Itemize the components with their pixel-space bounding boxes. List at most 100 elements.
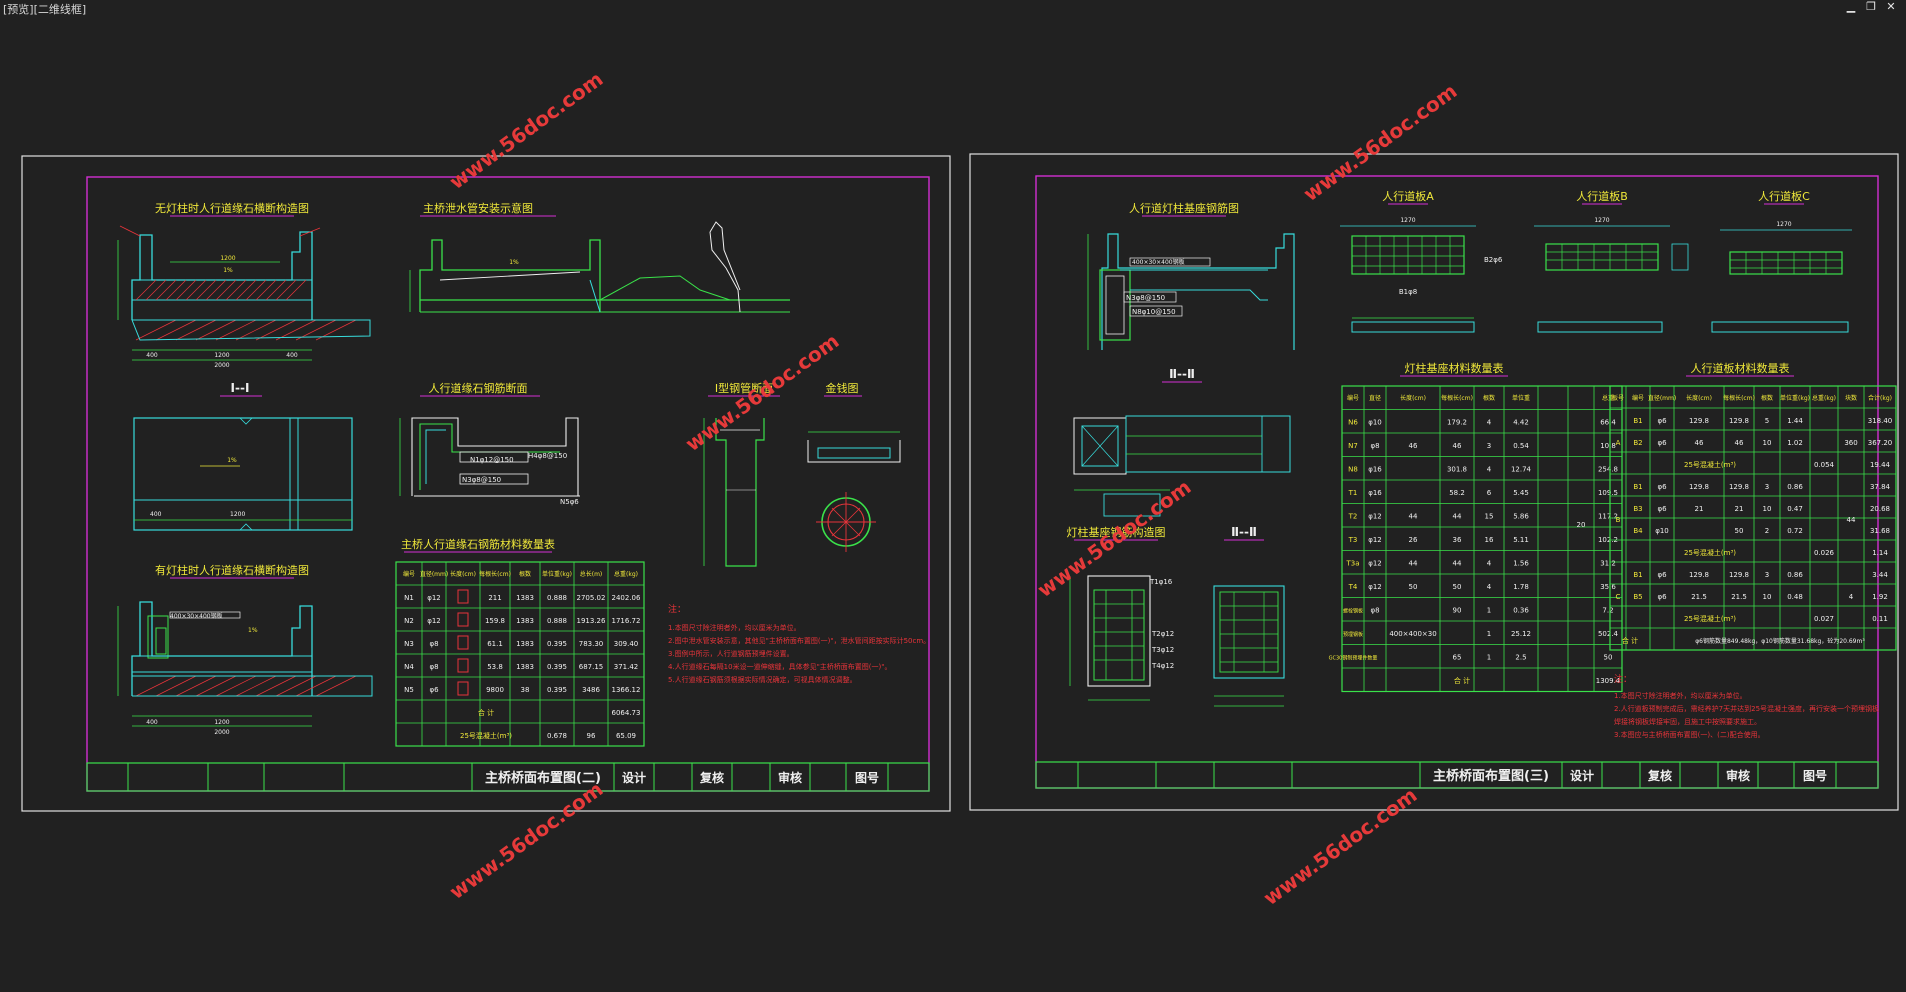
table-cell: 6 bbox=[1487, 489, 1492, 497]
table-cell: 0.86 bbox=[1787, 483, 1803, 491]
table-cell: 10 bbox=[1763, 505, 1772, 513]
drawing-title: 人行道灯柱基座钢筋图 bbox=[1129, 201, 1239, 215]
watermark-text: www.56doc.com bbox=[445, 67, 608, 194]
note-line: 4.人行道缘石每隔10米设一道伸缩缝，具体参见"主桥桥面布置图(一)"。 bbox=[668, 662, 892, 671]
table-cell: 0.888 bbox=[547, 617, 567, 625]
table-cell: φ12 bbox=[1368, 583, 1382, 591]
table-header: 板号 bbox=[1612, 394, 1624, 402]
table-cell: 3486 bbox=[582, 686, 600, 694]
table-cell: 159.8 bbox=[485, 617, 505, 625]
watermark-text: www.56doc.com bbox=[1299, 79, 1462, 206]
table-cell: 26 bbox=[1409, 536, 1418, 544]
svg-text:400: 400 bbox=[150, 511, 162, 518]
table-cell: φ12 bbox=[427, 617, 441, 625]
table-cell: 2 bbox=[1765, 527, 1769, 535]
table-cell: 2402.06 bbox=[612, 594, 641, 602]
close-button[interactable]: ✕ bbox=[1886, 0, 1896, 13]
table-cell: 10.8 bbox=[1600, 442, 1616, 450]
table-cell: GC30钢制预埋件数量 bbox=[1329, 655, 1378, 662]
table-cell: 58.2 bbox=[1449, 489, 1465, 497]
total-label: 合 计 bbox=[1454, 676, 1470, 685]
table-cell: B1 bbox=[1633, 483, 1642, 491]
note-line: 1.本图尺寸除注明者外，均以厘米为单位。 bbox=[668, 623, 801, 632]
left-rebar-table: 主桥人行道缘石钢筋材料数量表 编号直径(mm)长度(cm)每根长(cm)根数单位… bbox=[395, 537, 645, 747]
table-header: 长度(cm) bbox=[1400, 394, 1426, 402]
table-cell: N7 bbox=[1348, 442, 1358, 450]
table-header: 每根长(cm) bbox=[1441, 394, 1473, 402]
table-cell: 254.8 bbox=[1598, 466, 1618, 474]
table-cell: 1.92 bbox=[1872, 593, 1888, 601]
table-cell: 50 bbox=[1604, 654, 1613, 662]
table-cell: 预埋钢板 bbox=[1343, 631, 1363, 638]
concrete-label: 25号混凝土(m³) bbox=[1684, 548, 1736, 557]
table-cell: φ16 bbox=[1368, 466, 1382, 474]
table-cell: 3 bbox=[1765, 571, 1769, 579]
table-cell: 38 bbox=[521, 686, 530, 694]
table-cell: 5.11 bbox=[1513, 536, 1529, 544]
review-label: 复核 bbox=[699, 770, 724, 785]
table-cell: 46 bbox=[1409, 442, 1418, 450]
table-header: 编号 bbox=[1632, 394, 1644, 402]
table-header: 块数 bbox=[1845, 394, 1857, 402]
table-cell: 50 bbox=[1735, 527, 1744, 535]
table-cell: 46 bbox=[1453, 442, 1462, 450]
svg-text:400×30×400钢板: 400×30×400钢板 bbox=[1132, 258, 1185, 266]
side-value: 20 bbox=[1577, 521, 1586, 529]
svg-text:N3φ8@150: N3φ8@150 bbox=[462, 476, 501, 484]
table-header: 编号 bbox=[403, 570, 415, 578]
table-cell: 0.395 bbox=[547, 640, 567, 648]
table-cell: φ16 bbox=[1368, 489, 1382, 497]
note-line: 5.人行道缘石钢筋须根据实际情况确定，可视具体情况调整。 bbox=[668, 675, 857, 684]
table-title: 灯柱基座材料数量表 bbox=[1405, 361, 1504, 375]
table-cell: T2 bbox=[1348, 513, 1358, 521]
total-value: φ6钢筋数量849.48kg，φ10钢筋数量31.68kg，砼为20.69m³ bbox=[1695, 637, 1865, 645]
table-cell: 1383 bbox=[516, 663, 534, 671]
table-cell: 371.42 bbox=[614, 663, 639, 671]
table-cell: 35.6 bbox=[1600, 583, 1616, 591]
drawing-section-1: Ⅰ--Ⅰ 1% 400 1200 bbox=[133, 381, 353, 531]
total-value: 6064.73 bbox=[612, 709, 641, 717]
table-header: 根数 bbox=[519, 570, 531, 578]
table-cell: 21 bbox=[1695, 505, 1704, 513]
table-cell: 螺栓钢板 bbox=[1343, 608, 1363, 615]
svg-text:2000: 2000 bbox=[214, 729, 229, 736]
note-line: 3.本图应与主桥桥面布置图(一)、(二)配合使用。 bbox=[1614, 730, 1765, 739]
drawing-title: 人行道缘石钢筋断面 bbox=[429, 381, 528, 395]
table-cell: φ8 bbox=[429, 640, 438, 648]
svg-text:1200: 1200 bbox=[220, 255, 235, 262]
minimize-button[interactable]: ▁ bbox=[1846, 0, 1856, 13]
table-cell: 318.40 bbox=[1868, 417, 1893, 425]
table-cell: 301.8 bbox=[1447, 466, 1467, 474]
restore-button[interactable]: ❐ bbox=[1866, 0, 1876, 13]
table-cell: 1383 bbox=[516, 594, 534, 602]
sheet-left: 无灯柱时人行道缘石横断构造图 1200 1% 400 1200 400 2000 bbox=[21, 155, 951, 812]
drawing-coin: 金钱图 bbox=[807, 381, 901, 552]
svg-text:1270: 1270 bbox=[1400, 217, 1415, 224]
sheet-title: 主桥桥面布置图(二) bbox=[485, 770, 601, 786]
slab-group-label: B bbox=[1616, 516, 1621, 524]
table-cell: 21.5 bbox=[1691, 593, 1707, 601]
table-cell: 0.11 bbox=[1872, 615, 1888, 623]
table-cell: φ12 bbox=[1368, 536, 1382, 544]
svg-text:1270: 1270 bbox=[1776, 221, 1791, 228]
table-header: 根数 bbox=[1483, 394, 1495, 402]
table-cell: 0.395 bbox=[547, 663, 567, 671]
table-cell: 9800 bbox=[486, 686, 504, 694]
drawing-title: 主桥泄水管安装示意图 bbox=[423, 201, 533, 215]
table-cell: 65 bbox=[1453, 654, 1462, 662]
slab-table: 人行道板材料数量表 板号编号直径(mm)长度(cm)每根长(cm)根数单位重(k… bbox=[1609, 361, 1897, 651]
table-cell: φ6 bbox=[429, 686, 439, 694]
note-line: 焊接将钢板焊接牢固，且施工中按照要求施工。 bbox=[1614, 717, 1761, 726]
table-cell: φ8 bbox=[429, 663, 438, 671]
table-cell: 31.68 bbox=[1870, 527, 1890, 535]
svg-text:T2φ12: T2φ12 bbox=[1151, 630, 1174, 638]
table-cell: 20.68 bbox=[1870, 505, 1890, 513]
drawing-number-label: 图号 bbox=[855, 770, 879, 785]
table-cell: 1 bbox=[1487, 654, 1491, 662]
note-line: 3.图例中所示，人行道钢筋预埋件设置。 bbox=[668, 649, 794, 658]
table-cell: 5 bbox=[1765, 417, 1769, 425]
table-cell: 400×400×30 bbox=[1389, 630, 1436, 638]
drawing-slab-b: 人行道板B 1270 bbox=[1534, 189, 1689, 333]
table-header: 每根长(cm) bbox=[1723, 394, 1755, 402]
